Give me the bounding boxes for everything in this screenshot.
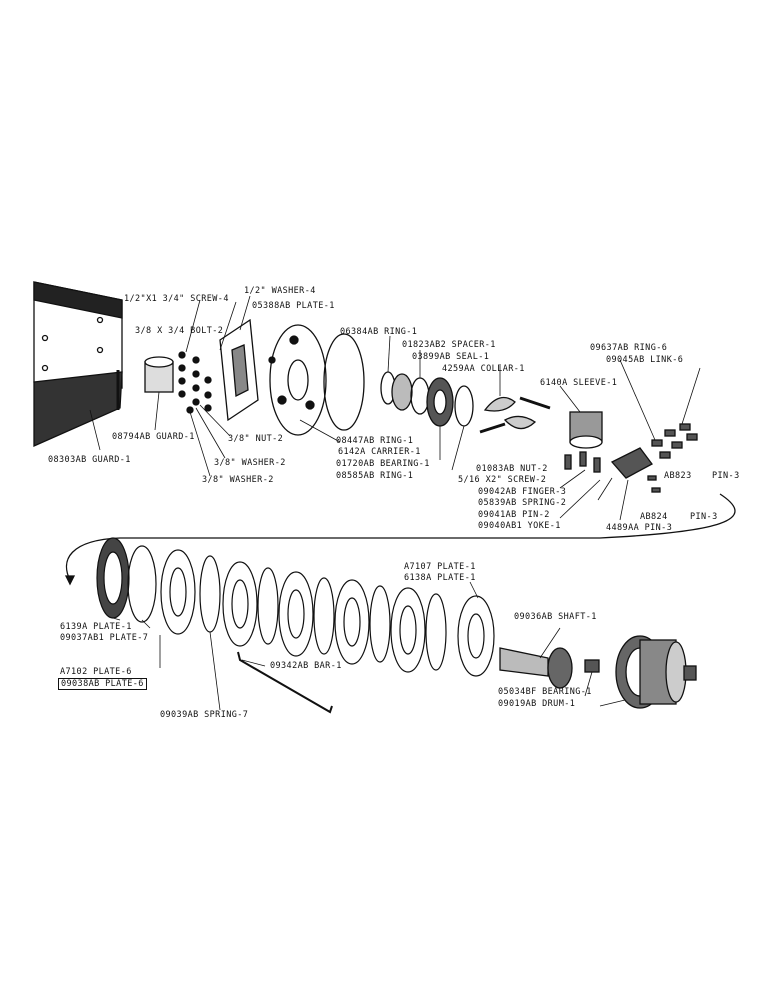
label-bearing-05034: 05034BF BEARING-1 — [498, 687, 592, 697]
label-spacer: 01823AB2 SPACER-1 — [402, 340, 496, 350]
label-bearing-01720: 01720AB BEARING-1 — [336, 459, 430, 469]
label-plate-09037: 09037AB1 PLATE-7 — [60, 633, 149, 643]
ring-08585-drawing — [454, 385, 474, 427]
ring-08447-drawing — [323, 333, 365, 431]
sleeve-6140a-drawing — [569, 411, 603, 449]
label-shaft: 09036AB SHAFT-1 — [514, 612, 597, 622]
bearing-05034-drawing — [584, 659, 600, 673]
label-guard-08794: 08794AB GUARD-1 — [112, 432, 195, 442]
collar-4259-drawing — [479, 396, 551, 434]
bar-09342-drawing — [237, 651, 333, 714]
shaft-09036-drawing — [499, 647, 573, 689]
label-guard-08303: 08303AB GUARD-1 — [48, 455, 131, 465]
label-pin-ab823: AB823 — [664, 471, 692, 481]
label-ring-08585: 08585AB RING-1 — [336, 471, 414, 481]
label-plate-6138a: 6138A PLATE-1 — [404, 573, 476, 583]
label-washer-2a: 3/8" WASHER-2 — [214, 458, 286, 468]
plate-05388-drawing — [219, 318, 259, 422]
label-plate-a7102: A7102 PLATE-6 — [60, 667, 132, 677]
label-washer-half: 1/2" WASHER-4 — [244, 286, 316, 296]
label-screw-half: 1/2"X1 3/4" SCREW-4 — [124, 294, 229, 304]
label-pin-09041: 09041AB PIN-2 — [478, 510, 550, 520]
label-carrier: 6142A CARRIER-1 — [338, 447, 421, 457]
label-nut-2: 3/8" NUT-2 — [228, 434, 284, 444]
label-plate-a7107: A7107 PLATE-1 — [404, 562, 476, 572]
label-plate-09038: 09038AB PLATE-6 — [58, 678, 147, 690]
spacer-01823-drawing — [391, 373, 413, 411]
label-bolt: 3/8 X 3/4 BOLT-2 — [135, 326, 224, 336]
label-pin-ab823-qty: PIN-3 — [712, 471, 740, 481]
label-pin-ab824-qty: PIN-3 — [690, 512, 718, 522]
label-spring-7: 09039AB SPRING-7 — [160, 710, 249, 720]
label-ring-08447: 08447AB RING-1 — [336, 436, 414, 446]
label-plate-05388: 05388AB PLATE-1 — [252, 301, 335, 311]
label-spring-2: 05839AB SPRING-2 — [478, 498, 567, 508]
label-yoke: 09040AB1 YOKE-1 — [478, 521, 561, 531]
label-nut-01083: 01083AB NUT-2 — [476, 464, 548, 474]
label-finger: 09042AB FINGER-3 — [478, 487, 567, 497]
label-pin-ab824: AB824 — [640, 512, 668, 522]
label-collar: 4259AA COLLAR-1 — [442, 364, 525, 374]
label-bar: 09342AB BAR-1 — [270, 661, 342, 671]
label-screw-2: 5/16 X2" SCREW-2 — [458, 475, 547, 485]
guard-08303-drawing — [33, 281, 123, 447]
guard-08794-drawing — [144, 356, 174, 393]
drum-09019-drawing — [615, 635, 697, 709]
flow-arrow-line — [65, 493, 736, 581]
label-drum: 09019AB DRUM-1 — [498, 699, 576, 709]
label-sleeve: 6140A SLEEVE-1 — [540, 378, 618, 388]
label-washer-2b: 3/8" WASHER-2 — [202, 475, 274, 485]
fastener-cluster-drawing — [178, 351, 212, 414]
label-ring-06384: 06384AB RING-1 — [340, 327, 418, 337]
plate-stack-drawing — [96, 537, 495, 677]
label-pin-4489: 4489AA PIN-3 — [606, 523, 673, 533]
label-link: 09045AB LINK-6 — [606, 355, 684, 365]
label-plate-6139a: 6139A PLATE-1 — [60, 622, 132, 632]
label-seal: 03899AB SEAL-1 — [412, 352, 490, 362]
yoke-assembly-drawing — [564, 423, 698, 493]
label-ring-09637: 09637AB RING-6 — [590, 343, 668, 353]
seal-03899-drawing — [410, 377, 430, 415]
carrier-6142a-drawing — [268, 324, 327, 436]
